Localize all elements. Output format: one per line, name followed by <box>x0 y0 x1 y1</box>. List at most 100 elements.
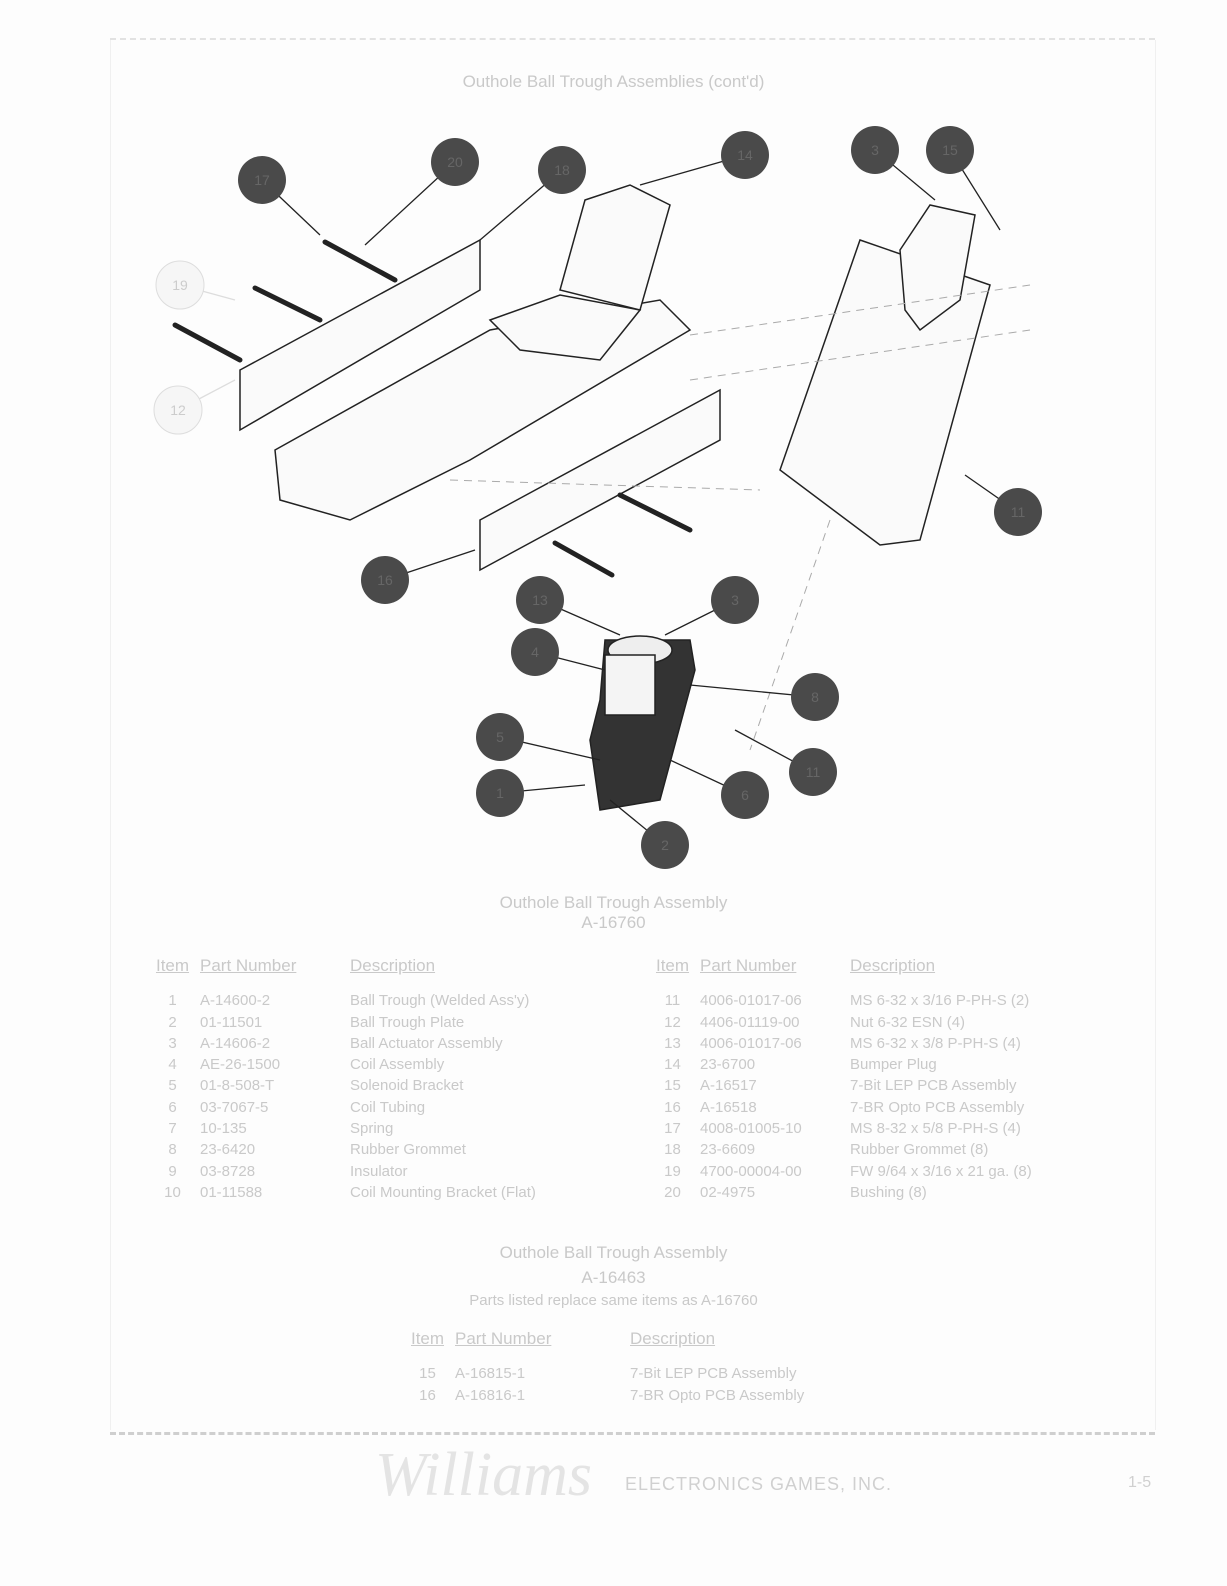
top-border <box>110 38 1155 40</box>
part-number: 4006-01017-06 <box>700 1034 802 1052</box>
header-desc: Description <box>630 1329 716 1348</box>
header-part: Part Number <box>700 956 797 975</box>
callout-label: 20 <box>447 154 463 170</box>
callout-label: 15 <box>942 142 958 158</box>
description: Nut 6-32 ESN (4) <box>850 1013 966 1031</box>
part-number: A-16518 <box>700 1098 757 1116</box>
callout-label: 18 <box>554 162 570 178</box>
item-number: 19 <box>664 1162 681 1180</box>
part-number: 01-11501 <box>200 1013 263 1031</box>
ball-trough-drawing <box>239 184 991 811</box>
description: Ball Trough Plate <box>350 1013 465 1031</box>
header-desc: Description <box>350 956 436 975</box>
callout-12: 12 <box>153 379 236 435</box>
callout-label: 12 <box>170 402 186 418</box>
callout-circle <box>361 556 409 604</box>
page-number: 1-5 <box>1128 1474 1152 1491</box>
trough-plate-right <box>479 388 721 572</box>
callout-circle <box>994 488 1042 536</box>
callout-5: 5 <box>476 713 601 761</box>
part-number: 4406-01119-00 <box>700 1013 800 1031</box>
callout-circle <box>711 576 759 624</box>
right-border <box>1155 40 1156 1430</box>
description: Ball Trough (Welded Ass'y) <box>350 992 530 1010</box>
callout-circle <box>238 156 286 204</box>
header-part: Part Number <box>200 956 297 975</box>
callout-circle <box>153 385 203 435</box>
company-name: ELECTRONICS GAMES, INC. <box>625 1474 893 1494</box>
description: Coil Mounting Bracket (Flat) <box>350 1183 536 1201</box>
item-number: 15 <box>664 1077 681 1095</box>
callout-17: 17 <box>238 156 321 236</box>
callout-circle <box>791 673 839 721</box>
part-number: 02-4975 <box>700 1183 756 1201</box>
description: Bumper Plug <box>850 1056 937 1074</box>
description: Rubber Grommet (8) <box>850 1141 989 1159</box>
description: 7-Bit LEP PCB Assembly <box>850 1077 1017 1095</box>
page-title: Outhole Ball Trough Assemblies (cont'd) <box>462 72 765 91</box>
item-number: 16 <box>664 1098 681 1116</box>
description: MS 6-32 x 3/16 P-PH-S (2) <box>850 992 1030 1010</box>
assembly2-title: Outhole Ball Trough Assembly <box>499 1243 728 1262</box>
callout-20: 20 <box>364 138 479 246</box>
left-border <box>110 40 111 1430</box>
part-number: 01-8-508-T <box>200 1077 275 1095</box>
callout-circle <box>476 713 524 761</box>
callout-circle <box>851 126 899 174</box>
coil <box>604 654 656 716</box>
item-number: 5 <box>168 1077 177 1095</box>
callout-label: 5 <box>496 729 504 745</box>
callout-8: 8 <box>689 673 839 721</box>
assembly1-title: Outhole Ball Trough Assembly <box>499 893 728 912</box>
callout-15: 15 <box>926 126 1001 231</box>
callout-11: 11 <box>734 729 837 796</box>
item-number: 15 <box>419 1365 436 1383</box>
callout-label: 1 <box>496 785 504 801</box>
callout-3: 3 <box>851 126 936 201</box>
callout-label: 16 <box>377 572 393 588</box>
header-part: Part Number <box>455 1329 552 1348</box>
callout-label: 11 <box>1011 504 1026 520</box>
part-number: 03-7067-5 <box>200 1098 269 1116</box>
callout-circle <box>476 769 524 817</box>
part-number: 23-6609 <box>700 1141 756 1159</box>
description: Rubber Grommet <box>350 1141 466 1159</box>
item-number: 16 <box>419 1386 436 1404</box>
callout-circle <box>511 628 559 676</box>
callout-label: 11 <box>806 764 821 780</box>
callout-label: 2 <box>661 837 669 853</box>
trough-plate-left <box>239 238 481 432</box>
callout-circle <box>516 576 564 624</box>
callout-circle <box>926 126 974 174</box>
part-number: A-14600-2 <box>200 992 271 1010</box>
description: MS 6-32 x 3/8 P-PH-S (4) <box>850 1034 1021 1052</box>
assembly2-part: A-16463 <box>581 1268 646 1287</box>
callout-label: 19 <box>172 277 188 293</box>
callout-label: 6 <box>741 787 749 803</box>
description: Spring <box>350 1120 394 1138</box>
part-number: 23-6420 <box>200 1141 256 1159</box>
callout-label: 3 <box>731 592 739 608</box>
item-number: 9 <box>168 1162 177 1180</box>
item-number: 10 <box>164 1183 181 1201</box>
callout-label: 17 <box>254 172 270 188</box>
callout-3: 3 <box>664 576 759 636</box>
callout-circle <box>721 131 769 179</box>
callout-label: 13 <box>532 592 548 608</box>
callout-11: 11 <box>964 474 1042 536</box>
description: Bushing (8) <box>850 1183 927 1201</box>
